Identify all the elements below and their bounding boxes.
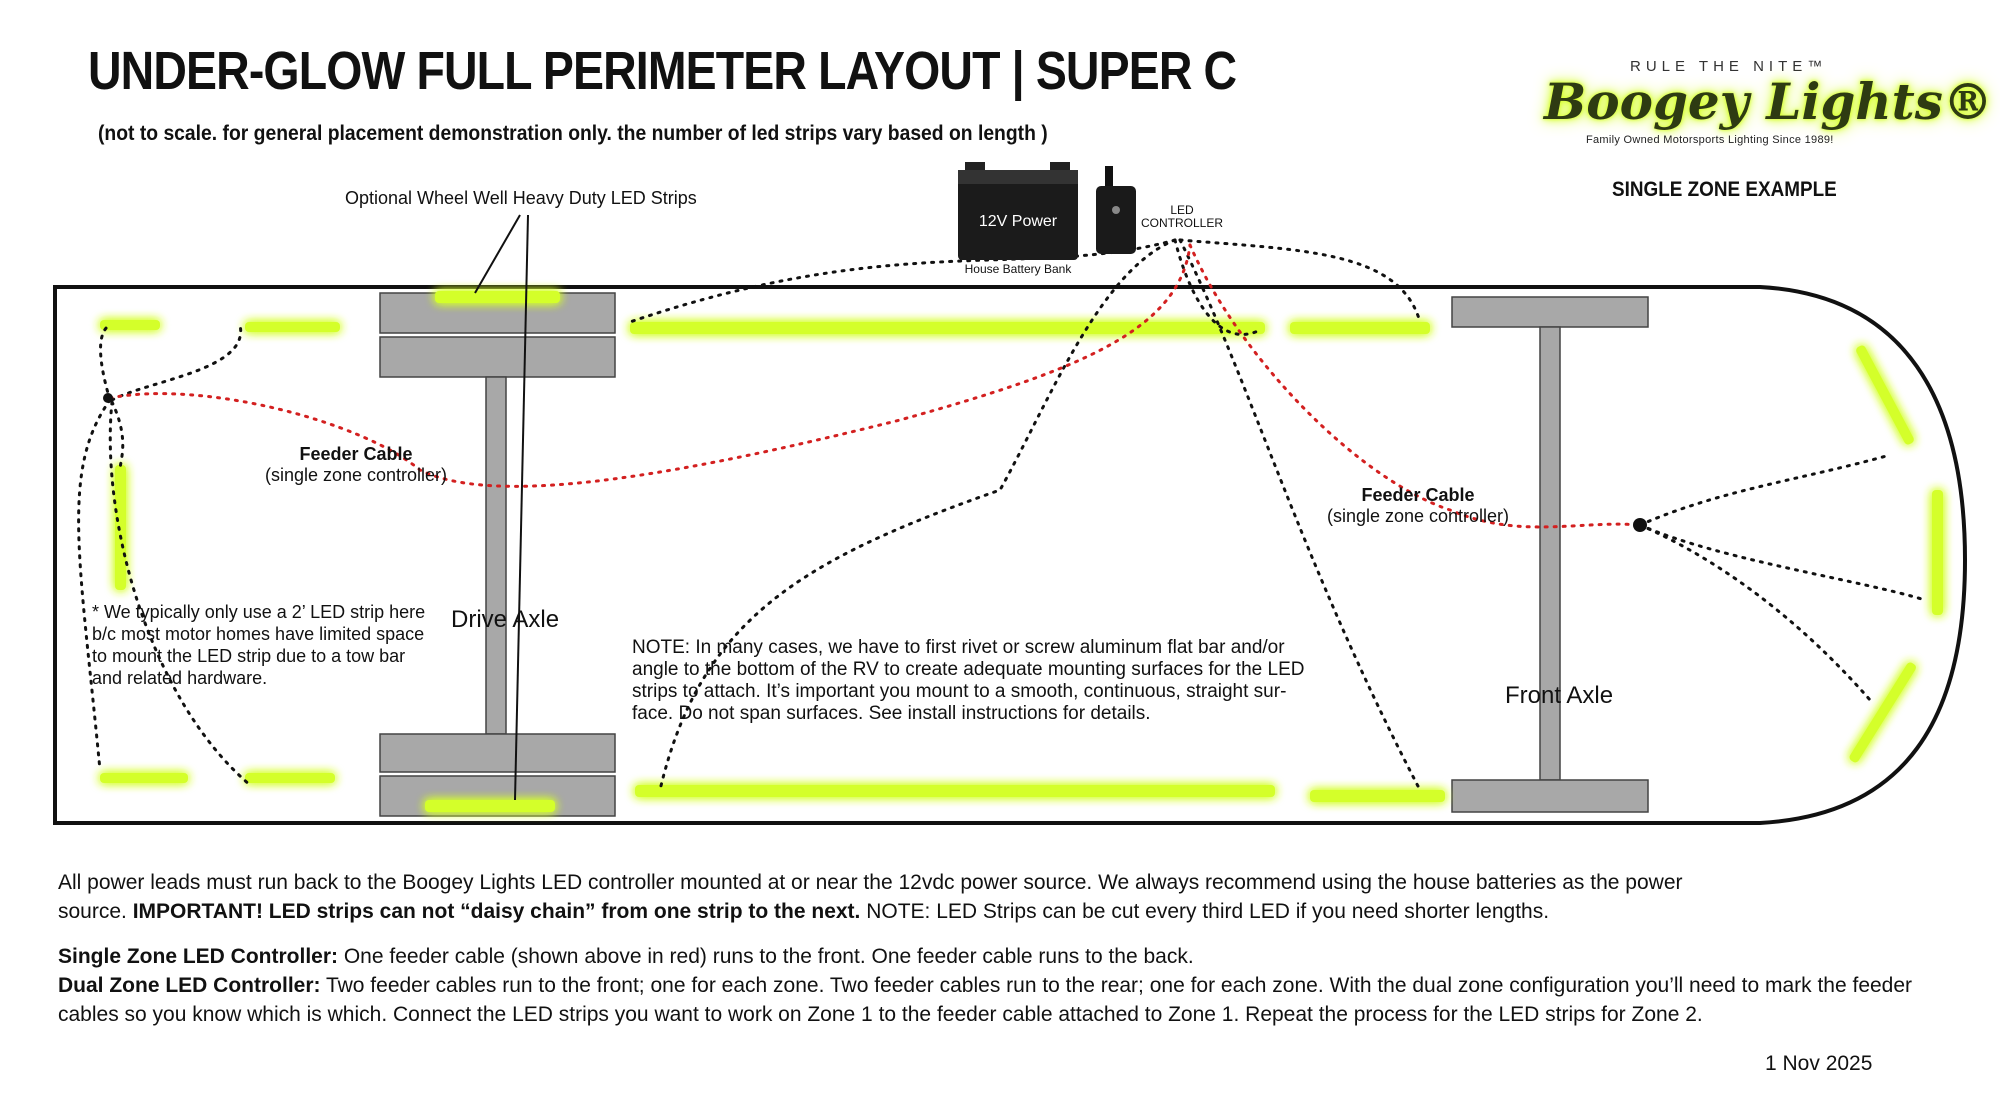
rear-note-line: and related hardware. <box>92 668 267 688</box>
install-note-line: strips to attach. It’s important you mou… <box>632 681 1286 702</box>
logo-tagline: RULE THE NITE™ <box>1630 58 1828 75</box>
para1-line2a: source. <box>58 900 133 923</box>
led-strip <box>435 291 560 303</box>
led-strip <box>115 465 126 590</box>
dual-zone-label: Dual Zone LED Controller: <box>58 974 321 997</box>
zone-example-label: SINGLE ZONE EXAMPLE <box>1612 178 1837 201</box>
led-strip <box>1290 322 1430 334</box>
led-strip <box>245 322 340 332</box>
install-note-line: NOTE: In many cases, we have to first ri… <box>632 637 1285 658</box>
drive-axle <box>379 292 616 817</box>
controller-paragraph: Single Zone LED Controller: One feeder c… <box>58 942 1938 1029</box>
boogey-lights-logo: RULE THE NITE™ Boogey Lights® Family Own… <box>1530 44 1993 154</box>
power-leads <box>77 238 1927 792</box>
important-note: IMPORTANT! LED strips can not “daisy cha… <box>132 900 861 923</box>
drive-axle-label: Drive Axle <box>451 606 559 633</box>
front-connection-point <box>1633 518 1647 532</box>
led-strips <box>100 291 1943 812</box>
led-strip <box>630 322 1265 334</box>
feeder-front-sub: (single zone controller) <box>1327 506 1509 526</box>
battery-bank-label: House Battery Bank <box>965 262 1073 276</box>
feeder-rear-title: Feeder Cable <box>299 444 412 464</box>
rear-note-line: to mount the LED strip due to a tow bar <box>92 646 405 666</box>
rear-note-line: b/c most motor homes have limited space <box>92 624 424 644</box>
logo-brand: Boogey Lights® <box>1544 72 1993 131</box>
dual-zone-text: Two feeder cables run to the front; one … <box>58 974 1913 1026</box>
para1-line1: All power leads must run back to the Boo… <box>58 871 1683 894</box>
led-strip <box>1932 490 1943 615</box>
power-leads-paragraph: All power leads must run back to the Boo… <box>58 868 1938 926</box>
document-date: 1 Nov 2025 <box>1765 1052 1873 1075</box>
led-strip <box>425 800 555 812</box>
front-axle-label: Front Axle <box>1505 682 1613 709</box>
single-zone-label: Single Zone LED Controller: <box>58 945 339 968</box>
feeder-front-title: Feeder Cable <box>1361 485 1474 505</box>
page-subtitle: (not to scale. for general placement dem… <box>98 122 1048 145</box>
led-strip <box>1310 790 1445 802</box>
rear-note-line: * We typically only use a 2’ LED strip h… <box>92 602 425 622</box>
page-title: UNDER-GLOW FULL PERIMETER LAYOUT | SUPER… <box>88 41 1237 101</box>
feeder-cables <box>108 243 1642 529</box>
controller-label-line1: LED <box>1170 203 1194 217</box>
install-note: NOTE: In many cases, we have to first ri… <box>632 637 1304 724</box>
led-strip <box>100 320 160 330</box>
battery-label: 12V Power <box>979 213 1058 230</box>
para1-line2b: NOTE: LED Strips can be cut every third … <box>860 900 1550 923</box>
front-axle <box>1451 296 1649 813</box>
wheel-well-label: Optional Wheel Well Heavy Duty LED Strip… <box>345 188 697 208</box>
led-strip <box>1856 345 1914 445</box>
led-strip <box>1849 662 1916 763</box>
rear-connection-point <box>103 393 113 403</box>
install-note-line: angle to the bottom of the RV to create … <box>632 659 1304 680</box>
controller-label-line2: CONTROLLER <box>1141 216 1223 230</box>
logo-since: Family Owned Motorsports Lighting Since … <box>1586 134 1834 146</box>
rear-note: * We typically only use a 2’ LED strip h… <box>92 602 425 688</box>
led-strip <box>100 773 188 783</box>
feeder-rear-sub: (single zone controller) <box>265 465 447 485</box>
battery: 12V Power House Battery Bank <box>958 162 1078 276</box>
led-strip <box>635 785 1275 797</box>
single-zone-text: One feeder cable (shown above in red) ru… <box>338 945 1194 968</box>
rv-outline <box>53 285 1968 825</box>
install-note-line: face. Do not span surfaces. See install … <box>632 703 1151 724</box>
led-strip <box>245 773 335 783</box>
controller: LED CONTROLLER <box>1096 166 1223 254</box>
wheel-well-pointers <box>474 214 529 801</box>
